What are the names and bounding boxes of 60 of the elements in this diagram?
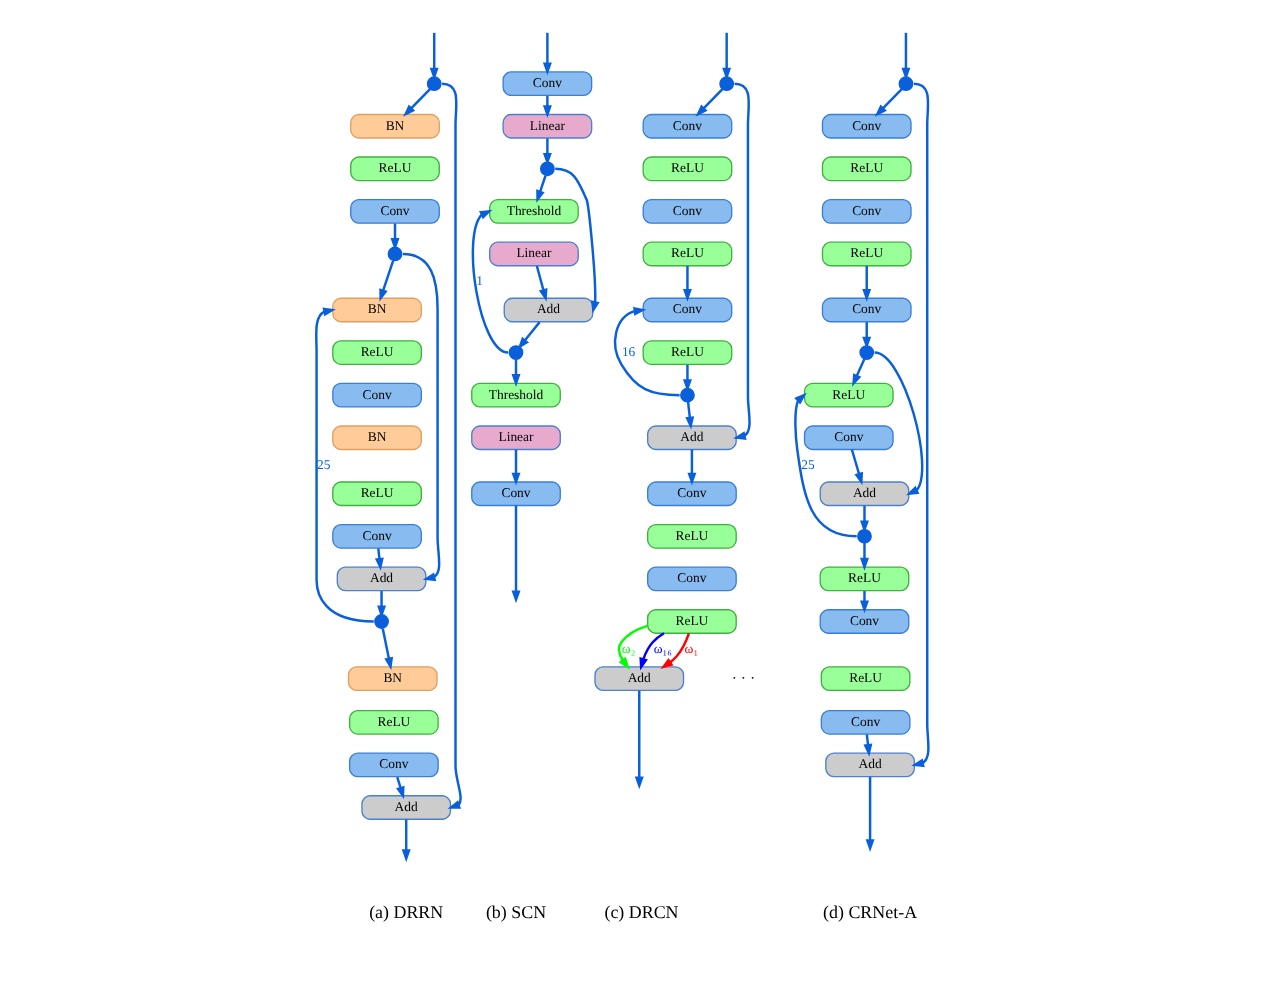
label: (a) DRRN	[368, 900, 443, 921]
node-circle	[718, 75, 734, 91]
arrow	[900, 31, 910, 80]
arrow	[681, 363, 691, 392]
arrow	[616, 623, 647, 669]
label: (c) DRCN	[603, 900, 678, 921]
arrow	[859, 504, 868, 533]
arrow	[541, 137, 551, 165]
node-circle	[386, 245, 402, 261]
label: (d) CRNet-A	[822, 900, 917, 921]
arrow	[516, 320, 540, 349]
arrow	[401, 251, 440, 581]
arrow	[440, 81, 461, 808]
node-circle	[507, 344, 523, 359]
arrow	[681, 264, 691, 301]
arrow	[732, 81, 750, 439]
node-circle	[539, 160, 554, 176]
arrow	[864, 775, 874, 851]
arrow	[428, 31, 438, 80]
node-circle	[897, 75, 913, 91]
arrow	[534, 264, 547, 301]
arrow	[861, 264, 871, 301]
arrow	[541, 94, 551, 118]
node-circle	[856, 527, 871, 543]
node-circle	[373, 613, 388, 628]
label: · · ·	[730, 667, 755, 686]
arrow	[793, 391, 856, 537]
arrow	[686, 448, 696, 485]
arrow	[554, 166, 599, 313]
arrow	[849, 448, 863, 485]
arrow	[873, 350, 923, 495]
arrow	[862, 733, 872, 756]
arrow	[402, 87, 430, 116]
arrow	[400, 818, 410, 862]
arrow	[859, 542, 868, 570]
arrow	[694, 87, 723, 116]
arrow	[721, 31, 731, 80]
arrow	[861, 321, 871, 349]
arrow	[470, 208, 508, 353]
arrow	[376, 590, 386, 618]
node-circle	[858, 344, 874, 359]
arrow	[612, 305, 679, 396]
arrow	[373, 547, 383, 570]
arrow	[510, 504, 520, 603]
arrow	[684, 400, 694, 429]
arrow	[851, 357, 865, 386]
arrow	[510, 448, 520, 485]
arrow	[910, 81, 929, 767]
arrow	[659, 632, 690, 668]
arrow	[859, 590, 868, 613]
label: (b) SCN	[484, 900, 546, 921]
arrow	[873, 87, 902, 116]
node-circle	[425, 75, 441, 91]
arrow	[380, 627, 393, 670]
node-circle	[679, 386, 694, 402]
arrow	[314, 306, 373, 622]
arrow	[541, 31, 551, 75]
arrow	[633, 689, 643, 789]
arrow	[638, 631, 664, 670]
arrow	[378, 259, 394, 301]
